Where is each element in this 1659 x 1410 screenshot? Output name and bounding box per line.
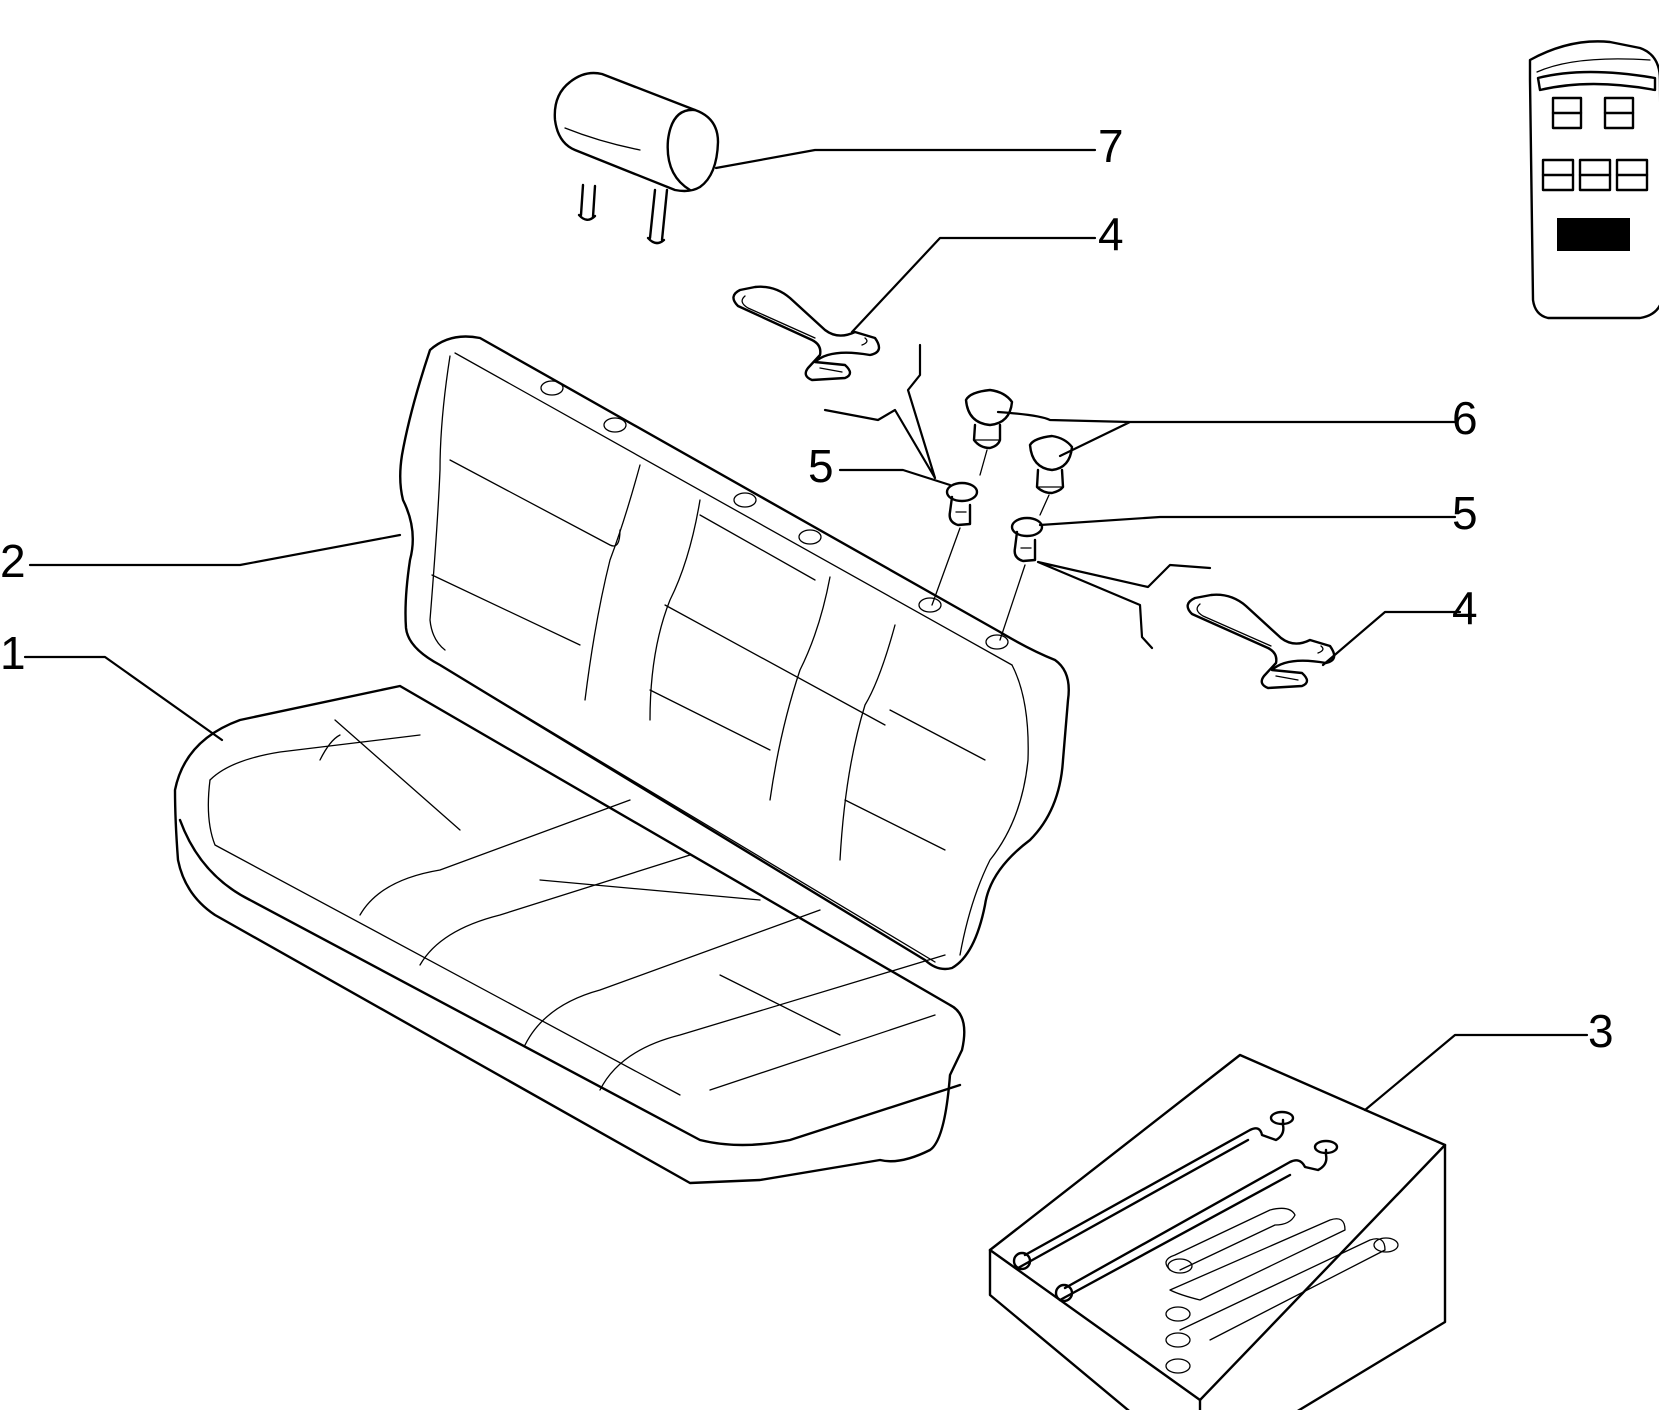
leader-6: [996, 410, 1457, 458]
wire-clip-top: [732, 285, 881, 382]
pointer-line-right: [1036, 560, 1212, 650]
wire-clip-bottom: [1186, 593, 1336, 690]
leader-5-right: [1038, 515, 1457, 527]
callout-1: 1: [0, 627, 26, 679]
seat-cushion-part: [173, 684, 966, 1185]
callout-4-top: 4: [1098, 208, 1124, 260]
highlighted-rear-seat: [1557, 218, 1630, 251]
bushing-right: [1010, 516, 1044, 563]
axis-line-left: [931, 449, 988, 606]
callout-4-bottom: 4: [1452, 582, 1478, 634]
leader-4-bottom: [1321, 610, 1462, 667]
callout-3: 3: [1588, 1005, 1614, 1057]
axis-line-right: [999, 494, 1050, 641]
callout-5-left: 5: [808, 440, 834, 492]
callout-2: 2: [0, 535, 26, 587]
leader-3: [1363, 1033, 1589, 1112]
leader-2: [28, 533, 402, 567]
plug-cap-left: [964, 388, 1014, 450]
callout-5-right: 5: [1452, 487, 1478, 539]
heating-box-part: [988, 1053, 1447, 1410]
pointer-line-left: [823, 343, 937, 480]
vehicle-seat-layout-icon: [1528, 40, 1659, 320]
callout-6: 6: [1452, 392, 1478, 444]
backrest-part: [399, 335, 1070, 971]
plug-cap-right: [1028, 434, 1074, 495]
headrest-part: [553, 71, 720, 245]
leader-7: [714, 148, 1097, 170]
callout-7: 7: [1098, 120, 1124, 172]
bushing-left: [945, 481, 979, 527]
leader-5-left: [838, 468, 952, 487]
leader-4-top: [850, 236, 1097, 334]
leader-1: [23, 655, 224, 742]
